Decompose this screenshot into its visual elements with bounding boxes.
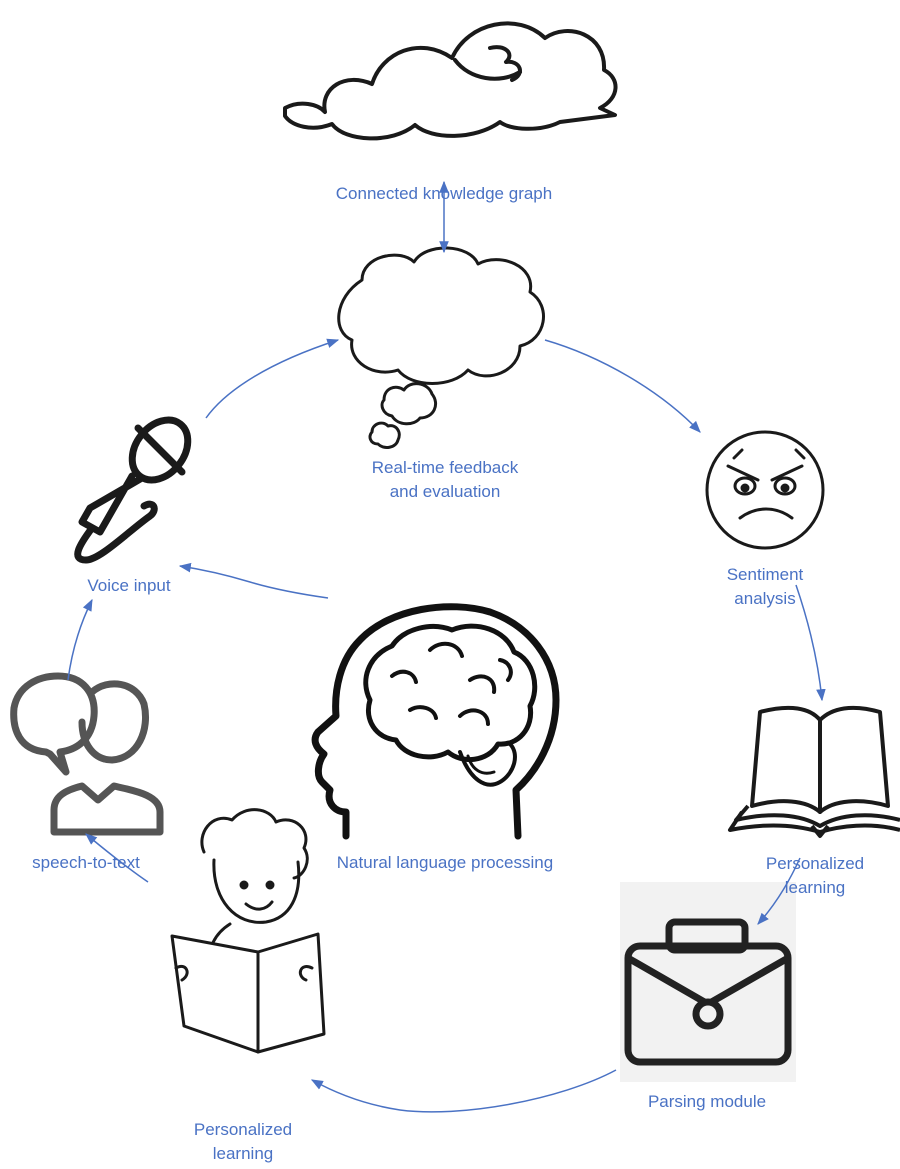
label-knowledge-graph: Connected knowledge graph xyxy=(335,184,553,203)
label-speech: speech-to-text xyxy=(32,853,140,872)
connectors xyxy=(67,180,826,1113)
arrow-sentiment-book xyxy=(795,584,826,702)
arrow-child-speech xyxy=(85,833,149,883)
arrow-feedback-sentiment xyxy=(544,339,701,433)
arrow-book-parsing xyxy=(757,857,801,925)
microphone-icon xyxy=(74,416,192,564)
label-child-learning: Personalized learning xyxy=(193,1120,293,1163)
open-book-icon xyxy=(728,705,900,838)
label-book-learning: Personalized learning xyxy=(765,854,865,897)
arrow-voice-feedback xyxy=(205,338,340,419)
thought-bubble-icon xyxy=(337,246,545,449)
angry-face-icon xyxy=(705,430,825,550)
arrow-parsing-child xyxy=(310,1069,617,1113)
label-sentiment: Sentiment analysis xyxy=(726,565,804,608)
briefcase-icon xyxy=(624,918,792,1066)
brain-head-icon xyxy=(311,603,560,840)
label-nlp: Natural language processing xyxy=(336,853,554,872)
cloud-icon xyxy=(283,21,618,141)
arrow-speech-voice xyxy=(67,598,93,681)
label-feedback: Real-time feedback and evaluation xyxy=(371,458,519,501)
arrow-nlp-voice xyxy=(178,562,329,599)
label-voice: Voice input xyxy=(87,576,171,595)
label-parsing: Parsing module xyxy=(647,1092,767,1111)
child-reading-icon xyxy=(170,808,326,1054)
speech-bubbles-person-icon xyxy=(10,672,164,836)
